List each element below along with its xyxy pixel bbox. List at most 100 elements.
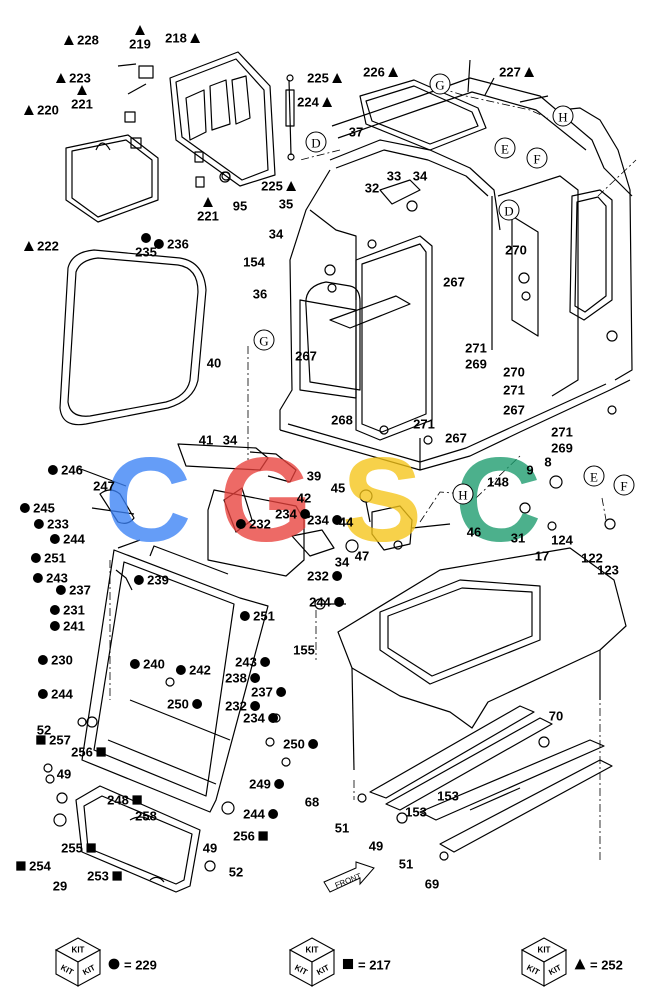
callout-number: 220	[37, 103, 59, 118]
circle-marker-icon	[33, 519, 44, 529]
square-marker-icon	[86, 843, 96, 853]
callout-number: 34	[335, 555, 350, 570]
callout-number: 33	[387, 169, 401, 184]
callout-number: 49	[203, 841, 217, 856]
circle-marker-icon	[300, 509, 311, 519]
callout: 34	[223, 433, 238, 448]
callout-number: 224	[297, 95, 319, 110]
callout-number: 226	[363, 65, 385, 80]
callout-number: 244	[309, 595, 331, 610]
lower-rails-drawing	[369, 705, 613, 853]
callout: 231	[49, 603, 85, 618]
callout-number: 39	[307, 469, 321, 484]
callout-number: 267	[443, 275, 465, 290]
callout: 242	[175, 663, 211, 678]
triangle-marker-icon	[388, 67, 399, 77]
circle-marker-icon	[332, 571, 343, 581]
callout: 253	[87, 869, 122, 884]
front-label: FRONT	[334, 871, 363, 890]
callout-number: 244	[51, 687, 73, 702]
callout: 271	[503, 383, 525, 398]
callout-number: 235	[135, 245, 157, 260]
callout: 270	[505, 243, 527, 258]
callout: 123	[597, 563, 619, 578]
door-panel-drawing	[117, 51, 276, 188]
reference-circle: F	[613, 474, 635, 496]
triangle-marker-icon	[574, 958, 586, 970]
square-marker-icon	[96, 747, 106, 757]
callout-number: 249	[249, 777, 271, 792]
reference-letter: D	[311, 136, 320, 151]
callout-number: 245	[33, 501, 55, 516]
circle-marker-icon	[49, 534, 60, 544]
triangle-marker-icon	[23, 241, 34, 251]
circle-marker-icon	[19, 503, 30, 513]
callout-number: 41	[199, 433, 213, 448]
triangle-marker-icon	[332, 73, 343, 83]
triangle-marker-icon	[63, 35, 74, 45]
callout: 153	[405, 805, 427, 820]
callout-number: 34	[269, 227, 284, 242]
callout: 255	[61, 841, 96, 856]
callout: 49	[369, 839, 383, 854]
callout: 221	[71, 85, 93, 112]
callout-number: 232	[249, 517, 271, 532]
callout-number: 256	[233, 829, 255, 844]
callout: 51	[335, 821, 349, 836]
reference-letter: D	[504, 204, 513, 219]
callout-number: 51	[399, 857, 413, 872]
square-marker-icon	[132, 795, 142, 805]
reference-letter: E	[501, 142, 509, 157]
circle-marker-icon	[55, 585, 66, 595]
callout-number: 46	[467, 525, 481, 540]
circle-marker-icon	[334, 597, 345, 607]
callout: 271	[413, 417, 435, 432]
callout-number: 268	[331, 413, 353, 428]
kit-icon-text: KIT	[538, 946, 551, 955]
lower-door-frame-drawing	[81, 539, 269, 813]
triangle-marker-icon	[23, 105, 34, 115]
callout: 29	[53, 879, 67, 894]
kit-equation: = 217	[358, 958, 391, 973]
callout: 37	[349, 125, 363, 140]
reference-circle: G	[253, 329, 275, 351]
circle-marker-icon	[268, 809, 279, 819]
callout-number: 155	[293, 643, 315, 658]
callout-number: 8	[544, 455, 551, 470]
callout: 154	[243, 255, 265, 270]
callout: 267	[443, 275, 465, 290]
callout: 237	[251, 685, 287, 700]
upper-bracket-drawing	[77, 443, 335, 591]
callout-number: 45	[331, 481, 345, 496]
square-marker-icon	[112, 871, 122, 881]
callout: 44	[339, 515, 354, 530]
callout-number: 221	[71, 97, 93, 112]
callout-number: 9	[526, 463, 533, 478]
callout-number: 253	[87, 869, 109, 884]
callout-number: 269	[465, 357, 487, 372]
callout-number: 234	[243, 711, 265, 726]
circle-marker-icon	[250, 673, 261, 683]
callout: 221	[197, 197, 219, 224]
callout: 256	[71, 745, 106, 760]
circle-marker-icon	[260, 657, 271, 667]
callout-number: 267	[503, 403, 525, 418]
callout: 32	[365, 181, 379, 196]
callout: 227	[499, 65, 535, 80]
callout: 218	[165, 31, 201, 46]
callout: 247	[93, 479, 115, 494]
circle-marker-icon	[332, 515, 343, 525]
callout: 52	[37, 723, 51, 738]
callout-number: 227	[499, 65, 521, 80]
callout-number: 69	[425, 877, 439, 892]
circle-marker-icon	[30, 553, 41, 563]
callout: 239	[133, 573, 169, 588]
callout: 234	[307, 513, 343, 528]
callout-number: 236	[167, 237, 189, 252]
callout-number: 49	[57, 767, 71, 782]
callout: 234	[275, 507, 311, 522]
callout: 244	[37, 687, 74, 702]
cab-line-art	[43, 51, 633, 893]
